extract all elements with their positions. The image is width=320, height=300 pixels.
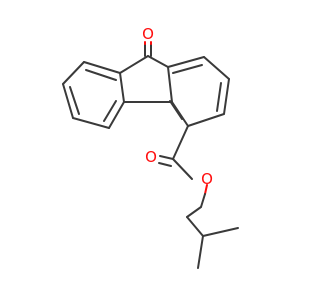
- bond-left-5b: [103, 100, 117, 122]
- bond-left-1: [83, 61, 121, 74]
- bond-isobutyl-3: [202, 227, 239, 237]
- bond-ester-o-alkyl: [204, 184, 208, 195]
- bond-left-2: [62, 61, 85, 85]
- bond-left-5: [108, 101, 125, 129]
- bond-right-4: [187, 113, 225, 127]
- bonds: [62, 41, 239, 269]
- bond-left-4: [72, 117, 110, 129]
- ester-oxygen-label: O: [201, 170, 213, 188]
- bond-right-1: [167, 56, 205, 68]
- bond-c9a-c4b: [167, 66, 173, 103]
- bond-ester-c-o: [159, 155, 174, 160]
- bond-left-3b: [69, 86, 80, 115]
- bond-right-5: [171, 101, 189, 127]
- bond-isobutyl-1: [186, 206, 202, 218]
- bond-right-5b: [169, 100, 183, 120]
- bond-ester-alkyl-1: [200, 193, 206, 208]
- bond-right-3b: [216, 82, 222, 112]
- bond-right-2: [203, 56, 230, 80]
- bond-c9-c9a: [147, 55, 169, 68]
- atom-labels: O O O: [142, 25, 213, 188]
- carbonyl-oxygen-label: O: [145, 148, 157, 166]
- molecule-structure-diagram: O O O: [62, 25, 239, 269]
- bond-ester-c-o-2: [158, 162, 172, 167]
- bond-right-1b: [172, 64, 203, 74]
- ketone-oxygen-label: O: [142, 25, 154, 43]
- bond-ester-c-o-single: [172, 158, 193, 180]
- bond-ring-ester-carbon: [172, 125, 189, 160]
- bond-left-3: [62, 83, 74, 119]
- bond-c8a-c4a: [119, 72, 125, 103]
- bond-isobutyl-4: [197, 235, 204, 269]
- bond-left-1b: [85, 69, 117, 81]
- bond-right-3: [223, 78, 230, 115]
- bond-c9-c8a: [119, 55, 149, 74]
- bond-isobutyl-2: [186, 216, 204, 237]
